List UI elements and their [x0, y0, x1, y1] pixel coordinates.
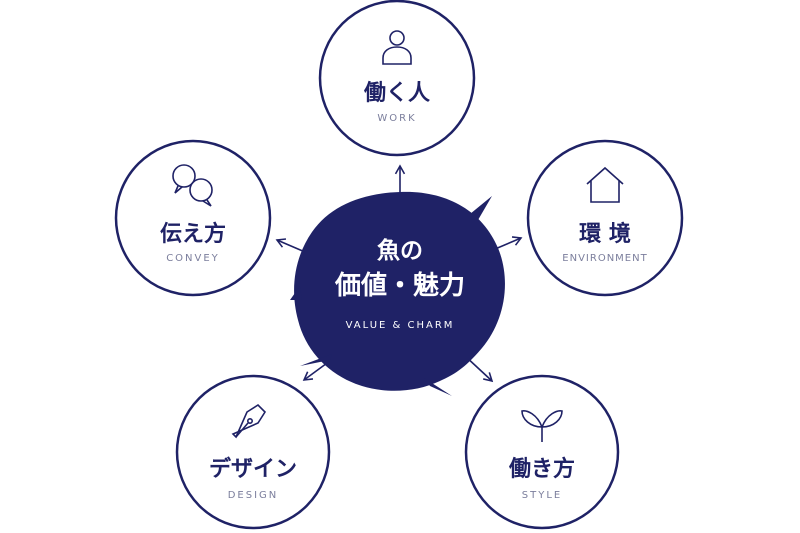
- node-design: デザイン DESIGN: [175, 374, 331, 530]
- center-title-line2: 価値・魅力: [334, 270, 465, 301]
- node-subtitle: DESIGN: [228, 490, 279, 501]
- sprout-icon: [521, 410, 563, 442]
- node-title: 伝え方: [160, 221, 226, 247]
- node-title: 環 境: [579, 221, 631, 247]
- center-blob: 魚の 価値・魅力 VALUE & CHARM: [290, 191, 505, 396]
- person-icon: [382, 30, 412, 65]
- node-circle: [318, 0, 476, 157]
- node-subtitle: STYLE: [522, 490, 562, 501]
- node-title: 働く人: [363, 80, 430, 106]
- node-circle: [175, 374, 331, 530]
- node-environment: 環 境 ENVIRONMENT: [526, 139, 684, 297]
- brush-streak: [300, 354, 332, 366]
- node-title: デザイン: [209, 456, 297, 482]
- center-brush-shape: [294, 191, 505, 391]
- node-circle: [526, 139, 684, 297]
- node-subtitle: CONVEY: [166, 253, 220, 264]
- node-circle: [464, 374, 620, 530]
- node-convey: 伝え方 CONVEY: [114, 139, 272, 297]
- brush-streak: [424, 378, 452, 396]
- node-circle: [114, 139, 272, 297]
- brush-streak: [470, 196, 492, 220]
- chat-bubbles-icon: [172, 164, 213, 207]
- node-subtitle: WORK: [377, 113, 416, 124]
- center-title-line1: 魚の: [377, 237, 423, 264]
- node-subtitle: ENVIRONMENT: [562, 253, 647, 264]
- brush-streak: [290, 286, 302, 300]
- node-title: 働き方: [508, 456, 575, 482]
- node-work: 働く人 WORK: [318, 0, 476, 157]
- node-style: 働き方 STYLE: [464, 374, 620, 530]
- house-icon: [586, 166, 624, 203]
- pen-nib-icon: [231, 403, 267, 439]
- center-subtitle: VALUE & CHARM: [346, 320, 455, 331]
